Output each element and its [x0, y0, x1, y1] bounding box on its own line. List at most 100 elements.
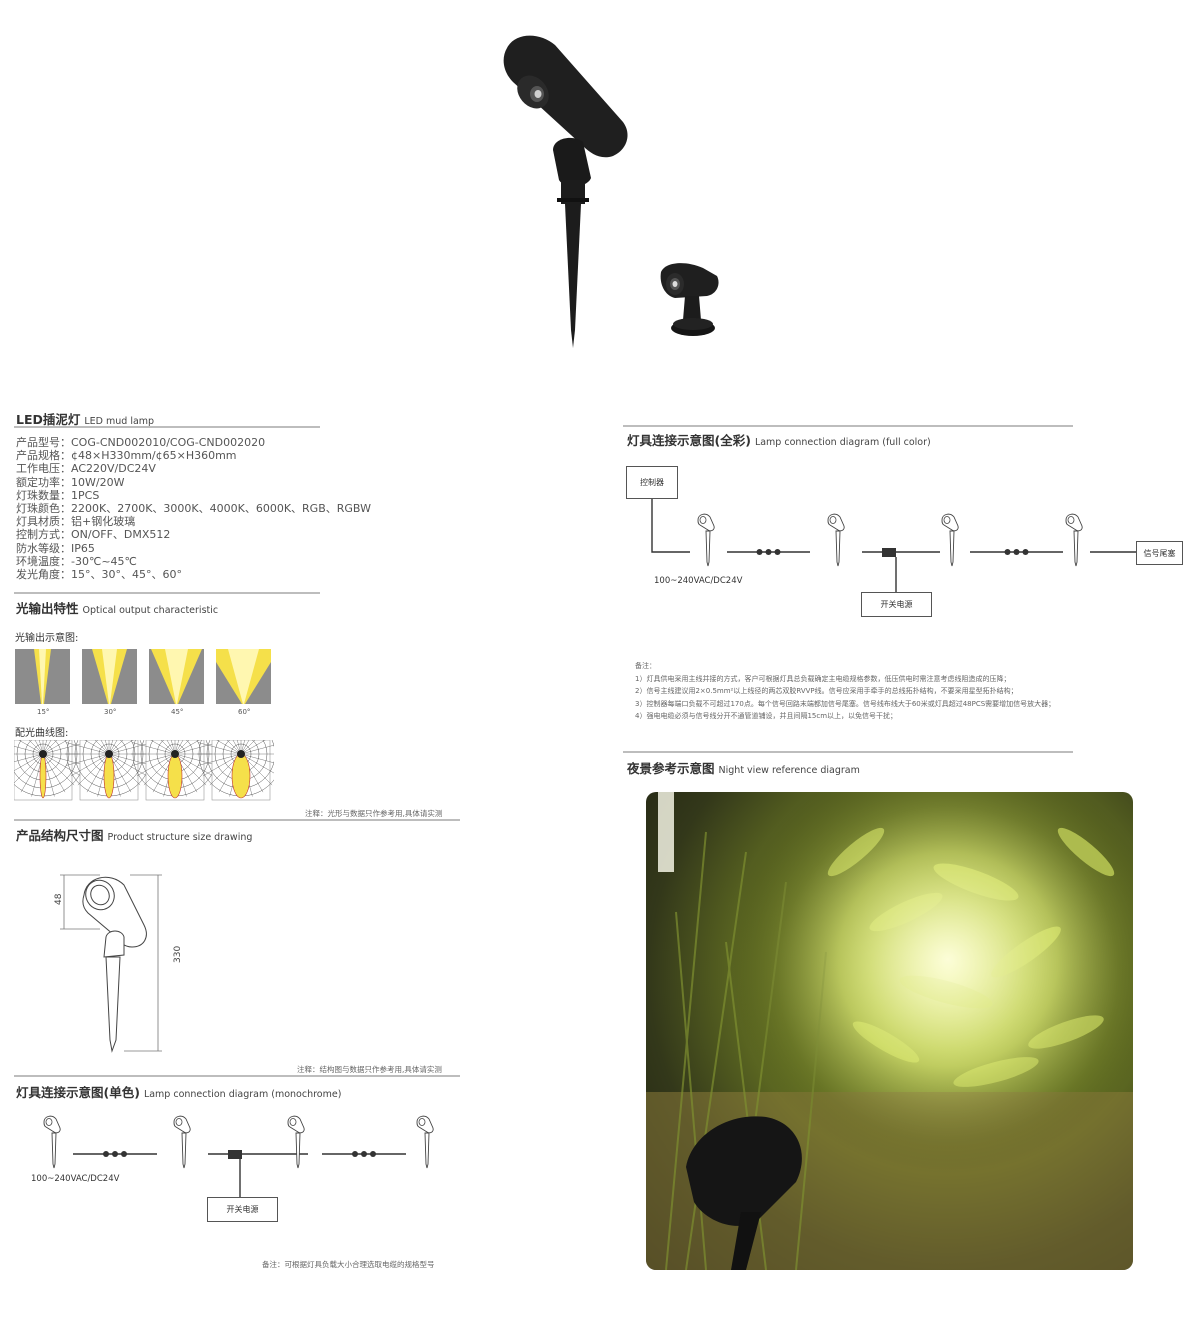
- spike-lamp-large-image: [503, 35, 628, 348]
- spike-lamp-icon: [173, 1115, 191, 1169]
- note-item: 2）信号主线建议用2×0.5mm²以上线径的两芯双胶RVVP线。信号应采用手牵手…: [635, 687, 1018, 696]
- color-title-en: Lamp connection diagram (full color): [754, 437, 931, 448]
- beam-lobe: [39, 753, 47, 799]
- spec-row: 工作电压：AC220V/DC24V: [16, 462, 371, 475]
- structure-title-cn: 产品结构尺寸图: [16, 828, 104, 843]
- color-notes: 备注： 1）灯具供电采用主线并接的方式，客户可根据灯具总负载确定主电缆规格参数，…: [635, 660, 1055, 723]
- spec-row: 灯珠颜色：2200K、2700K、3000K、4000K、6000K、RGB、R…: [16, 502, 371, 515]
- note-item: 3）控制器每端口负载不可超过170点。每个信号回路末端都加信号尾塞。信号线布线大…: [635, 699, 1056, 708]
- color-power-box: 开关电源: [861, 592, 932, 617]
- color-voltage: 100~240VAC/DC24V: [654, 576, 743, 586]
- dot: [1004, 549, 1011, 555]
- dot: [1013, 549, 1020, 555]
- spec-label: 防水等级：: [16, 541, 71, 555]
- angle-label: 60°: [238, 708, 251, 716]
- angle-label: 45°: [171, 708, 184, 716]
- spec-row: 控制方式：ON/OFF、DMX512: [16, 528, 371, 541]
- mono-power-box: 开关电源: [207, 1197, 278, 1222]
- spec-label: 产品规格：: [16, 449, 71, 463]
- divider: [14, 426, 320, 428]
- wire: [651, 499, 690, 553]
- night-view-photo: [646, 792, 1133, 1270]
- beam-cone-15: [15, 649, 70, 704]
- spec-label: 额定功率：: [16, 475, 71, 489]
- divider: [623, 425, 1073, 427]
- product-photo: [503, 35, 719, 348]
- spec-label: 灯具材质：: [16, 515, 71, 529]
- polar-curve-chart: [197, 740, 274, 801]
- spec-row: 产品规格：¢48×H330mm/¢65×H360mm: [16, 449, 371, 462]
- beam-cone-60: [216, 649, 271, 704]
- spec-value: 10W/20W: [71, 475, 125, 489]
- spec-label: 环境温度：: [16, 554, 71, 568]
- junction: [882, 548, 896, 557]
- controller-box: 控制器: [626, 466, 678, 499]
- spec-value: 2200K、2700K、3000K、4000K、6000K、RGB、RGBW: [71, 502, 371, 516]
- mono-title: 灯具连接示意图(单色)Lamp connection diagram (mono…: [16, 1082, 341, 1101]
- spec-label: 灯珠数量：: [16, 488, 71, 502]
- night-title-en: Night view reference diagram: [718, 765, 860, 776]
- optical-note: 注释：光形与数据只作参考用,具体请实测: [305, 809, 443, 818]
- spec-label: 灯珠颜色：: [16, 502, 71, 516]
- spike-lamp-icon: [287, 1115, 305, 1169]
- beam-cone-45: [149, 649, 204, 704]
- product-title-en: LED mud lamp: [84, 416, 155, 427]
- spike-lamp-icon: [43, 1115, 61, 1169]
- spec-row: 灯具材质：铝+钢化玻璃: [16, 515, 371, 528]
- spike-lamp-icon: [1065, 513, 1083, 567]
- spec-label: 发光角度：: [16, 568, 71, 582]
- product-title-cn: LED插泥灯: [16, 412, 81, 427]
- spike-lamp-icon: [827, 513, 845, 567]
- mono-voltage: 100~240VAC/DC24V: [31, 1174, 120, 1184]
- color-title-cn: 灯具连接示意图(全彩): [627, 433, 751, 448]
- base-lamp-small-image: [660, 263, 719, 336]
- mono-title-cn: 灯具连接示意图(单色): [16, 1085, 140, 1100]
- polar-curve-chart: [131, 740, 219, 801]
- spec-value: 15°、30°、45°、60°: [71, 568, 182, 582]
- structure-drawing: 48 330: [54, 874, 183, 1053]
- spec-value: ¢48×H330mm/¢65×H360mm: [71, 449, 237, 463]
- spec-value: COG-CND002010/COG-CND002020: [71, 436, 266, 449]
- color-connection-diagram: [651, 499, 1136, 592]
- dot: [361, 1151, 367, 1157]
- dot: [112, 1151, 118, 1157]
- spec-value: ON/OFF、DMX512: [71, 528, 171, 542]
- mono-note: 备注：可根据灯具负载大小合理选取电缆的规格型号: [262, 1260, 435, 1269]
- spec-value: 1PCS: [71, 488, 100, 502]
- structure-title-en: Product structure size drawing: [107, 832, 253, 843]
- mono-connection-diagram: [43, 1115, 434, 1197]
- beam-lobe: [231, 753, 251, 799]
- structure-note: 注释：结构图与数据只作参考用,具体请实测: [297, 1065, 442, 1074]
- beam-lobe: [103, 753, 115, 799]
- note-item: 4）强电电缆必须与信号线分开不通管道铺设，并且间隔15cm以上，以免信号干扰；: [635, 712, 898, 721]
- dot: [1022, 549, 1029, 555]
- spec-label: 控制方式：: [16, 528, 71, 542]
- spike-lamp-icon: [941, 513, 959, 567]
- light-distribution-curves: [14, 740, 274, 801]
- spec-row: 额定功率：10W/20W: [16, 476, 371, 489]
- polar-curve-chart: [14, 740, 87, 801]
- divider: [14, 592, 320, 594]
- spec-row: 产品型号：COG-CND002010/COG-CND002020: [16, 436, 371, 449]
- divider: [623, 751, 1073, 753]
- divider: [14, 819, 460, 821]
- spec-row: 发光角度：15°、30°、45°、60°: [16, 568, 371, 581]
- spec-label: 产品型号：: [16, 436, 71, 449]
- spike-lamp-icon: [697, 513, 715, 567]
- dot: [370, 1151, 376, 1157]
- note-item: 1）灯具供电采用主线并接的方式，客户可根据灯具总负载确定主电缆规格参数，低压供电…: [635, 674, 1011, 683]
- spec-value: 铝+钢化玻璃: [71, 515, 136, 529]
- divider: [14, 1075, 460, 1077]
- output-diagram-label: 光输出示意图:: [15, 633, 79, 644]
- angle-label: 30°: [104, 708, 117, 716]
- polar-curve-chart: [65, 740, 153, 801]
- spec-row: 灯珠数量：1PCS: [16, 489, 371, 502]
- spike-lamp-icon: [416, 1115, 434, 1169]
- spec-value: AC220V/DC24V: [71, 462, 156, 476]
- beam-lobe: [167, 753, 183, 799]
